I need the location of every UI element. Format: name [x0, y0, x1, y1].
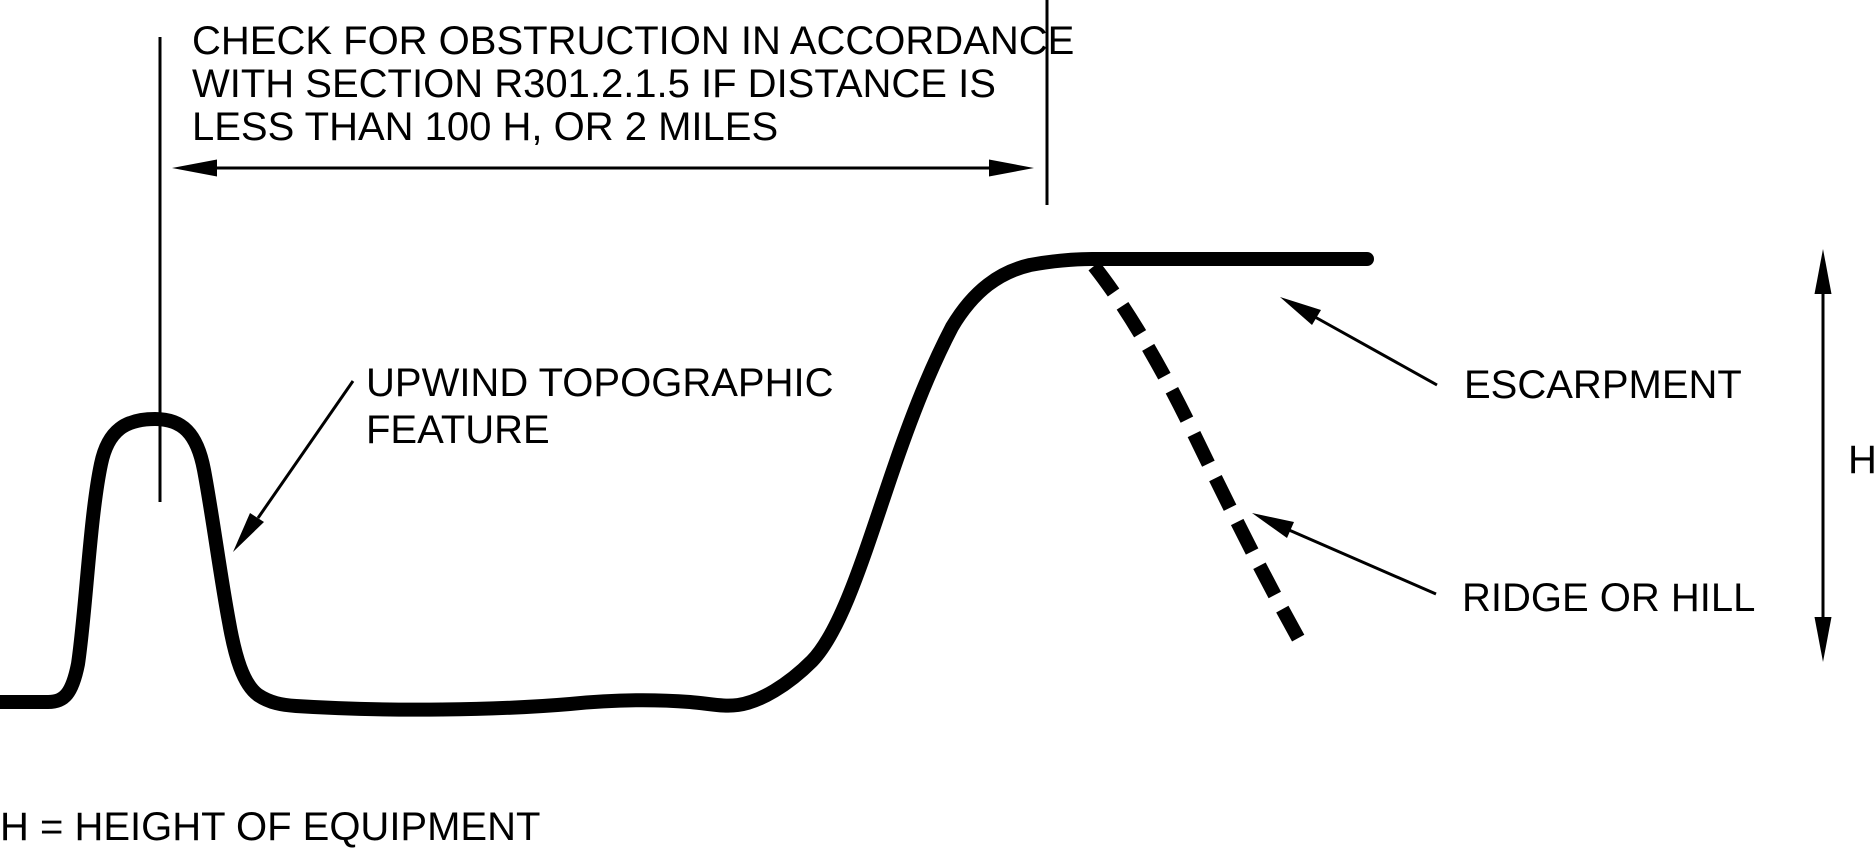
ridge-arrow-line [1288, 528, 1437, 596]
ridge-arrow [1252, 513, 1437, 596]
upwind-label-line2: FEATURE [366, 408, 550, 452]
arrowhead-down-icon [1814, 617, 1832, 662]
escarpment-arrow [1280, 297, 1438, 387]
upwind-feature-arrow [233, 380, 355, 552]
upwind-arrow-line [256, 380, 355, 519]
height-symbol-label: H [1848, 438, 1875, 482]
arrowhead-downleft-icon [233, 513, 264, 552]
arrowhead-up-icon [1814, 249, 1832, 294]
height-dimension-arrow [1814, 249, 1832, 662]
arrowhead-upleft-icon [1280, 297, 1321, 325]
top-note-line1: CHECK FOR OBSTRUCTION IN ACCORDANCE [192, 19, 1074, 63]
bottom-note: H = HEIGHT OF EQUIPMENT [0, 805, 540, 849]
arrowhead-upleft-icon [1252, 513, 1294, 538]
escarpment-arrow-line [1314, 315, 1438, 387]
arrowhead-left-icon [172, 159, 217, 177]
top-note-line2: WITH SECTION R301.2.1.5 IF DISTANCE IS [192, 62, 996, 106]
terrain-profile-line [0, 252, 1374, 717]
ridge-label: RIDGE OR HILL [1462, 576, 1755, 620]
obstruction-distance-arrow [172, 159, 1034, 177]
arrowhead-right-icon [989, 159, 1034, 177]
ridge-or-hill-dashed-line [1088, 261, 1313, 656]
escarpment-label: ESCARPMENT [1464, 363, 1742, 407]
top-note-line3: LESS THAN 100 H, OR 2 MILES [192, 105, 778, 149]
upwind-label-line1: UPWIND TOPOGRAPHIC [366, 361, 833, 405]
